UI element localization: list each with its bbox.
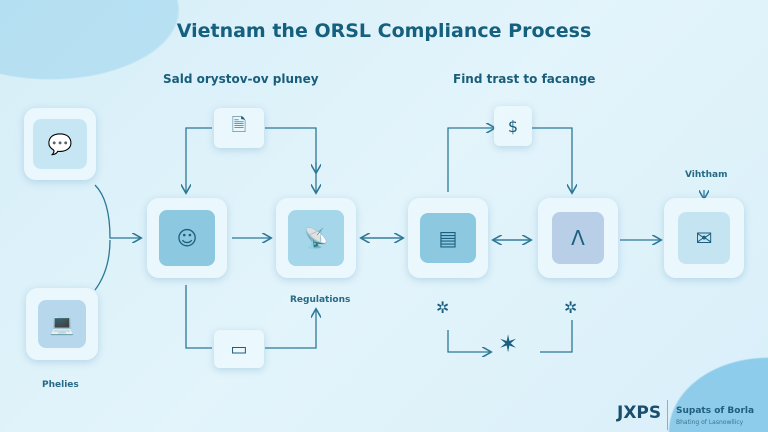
footer-divider [667,400,668,430]
arrow [265,310,316,349]
arrow [540,320,573,353]
document-icon: 🗎 [231,115,247,136]
email-node[interactable]: ✉ [664,198,744,278]
dish-node[interactable]: 📡 [276,198,356,278]
arrow [94,184,140,238]
arrow [532,127,572,192]
robot-face-icon: ☺ [159,210,215,266]
chat-node[interactable]: 💬 [24,108,96,180]
compass-icon: Λ [552,212,604,264]
arrow [185,285,212,349]
card-node[interactable]: ▭ [214,330,264,368]
footer-logo: JXPS [617,403,662,423]
email-icon: ✉ [678,212,730,264]
arrow [265,127,316,192]
arrow [447,330,490,352]
funds-node[interactable]: $ [494,106,532,146]
robot-node[interactable]: ☺ [147,198,227,278]
server-node[interactable]: ▤ [408,198,488,278]
satellite-dish-icon: 📡 [288,210,344,266]
section-left-heading: Sald orystov-ov pluney [163,72,319,86]
gear-icon: ✲ [564,298,578,317]
vietnam-label: Vihtham [685,170,728,180]
arrow [94,239,111,291]
document-node[interactable]: 🗎 [214,108,264,148]
card-icon: ▭ [230,338,248,360]
chat-icon: 💬 [33,119,87,169]
section-right-heading: Find trast to facange [453,72,596,86]
gear-icon: ✲ [436,298,450,317]
server-icon: ▤ [420,213,476,263]
compass-node[interactable]: Λ [538,198,618,278]
arrow [186,127,212,192]
footer-org-tagline: Bhating of Lasnowllicy [676,419,744,426]
phelies-label: Phelies [42,380,79,390]
regulations-label: Regulations [290,295,351,305]
signal-icon: ✶ [498,330,519,358]
footer-org-name: Supats of Borla [676,406,755,416]
funds-icon: $ [507,116,519,136]
laptop-node[interactable]: 💻 [26,288,98,360]
laptop-icon: 💻 [38,300,86,348]
diagram-title: Vietnam the ORSL Compliance Process [176,20,592,42]
arrow [447,128,494,192]
